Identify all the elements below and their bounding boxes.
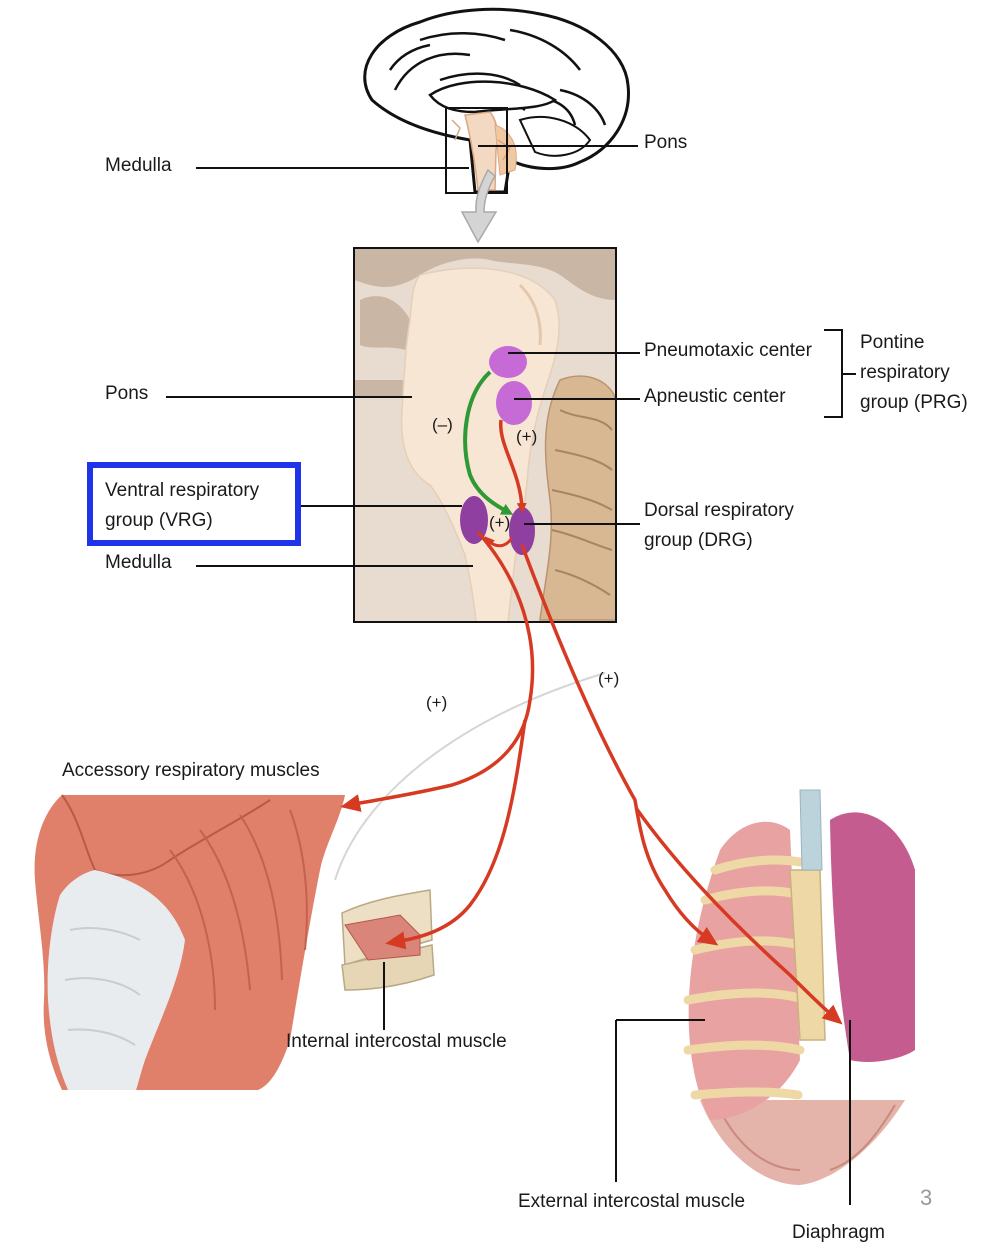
center-excitatory-sign: (+): [489, 513, 511, 532]
apneustic-label: Apneustic center: [644, 386, 786, 407]
pons-mid-label: Pons: [105, 383, 149, 404]
right-pathway-sign: (+): [598, 669, 620, 688]
apneustic-excitatory-arrow: [499, 419, 527, 513]
prg-label-line3: group (PRG): [860, 392, 968, 413]
inhibitory-arrow: [463, 370, 514, 515]
guide-arc: [334, 672, 606, 881]
prg-label-line1: Pontine: [860, 332, 925, 353]
drg-label-line2: group (DRG): [644, 530, 753, 551]
internal-intercostal-illustration: [341, 889, 435, 991]
vrg-highlight-box: [87, 462, 301, 546]
vrg-node: [460, 496, 488, 544]
apneustic-center-node: [496, 381, 532, 425]
medulla-top-label: Medulla: [105, 155, 172, 176]
brain-sagittal-illustration: [363, 7, 630, 194]
vrg-to-internal-arrow: [385, 719, 527, 950]
left-pathway-sign: (+): [426, 693, 448, 712]
pneumotaxic-center-node: [489, 346, 527, 378]
prg-bracket: [824, 329, 856, 418]
slide-number: 3: [920, 1185, 933, 1210]
drg-to-diaphragm-arrow: [634, 806, 843, 1025]
pons-top-label: Pons: [644, 132, 688, 153]
pneumotaxic-label: Pneumotaxic center: [644, 340, 812, 361]
drg-label-line1: Dorsal respiratory: [644, 500, 794, 521]
downward-gray-arrow-icon: [460, 168, 498, 244]
medulla-mid-label: Medulla: [105, 552, 172, 573]
vrg-label-line2: group (VRG): [105, 510, 213, 531]
diaphragm-label: Diaphragm: [792, 1222, 885, 1243]
accessory-muscles-label: Accessory respiratory muscles: [62, 760, 320, 781]
zoom-region-box: [445, 107, 508, 194]
prg-label-line2: respiratory: [860, 362, 950, 383]
drg-node: [509, 507, 535, 555]
apneustic-excitatory-sign: (+): [516, 427, 538, 446]
internal-intercostal-label: Internal intercostal muscle: [286, 1031, 507, 1052]
vrg-label-line1: Ventral respiratory: [105, 480, 260, 501]
drg-to-vrg-arrow: [484, 536, 514, 548]
accessory-muscles-illustration: [34, 794, 345, 1090]
inset-frame: [353, 247, 617, 623]
external-intercostal-label: External intercostal muscle: [518, 1191, 746, 1212]
vrg-to-accessory-arrow: [340, 530, 535, 812]
inhibitory-sign: (–): [432, 415, 453, 434]
rib-cage-illustration: [683, 789, 915, 1185]
